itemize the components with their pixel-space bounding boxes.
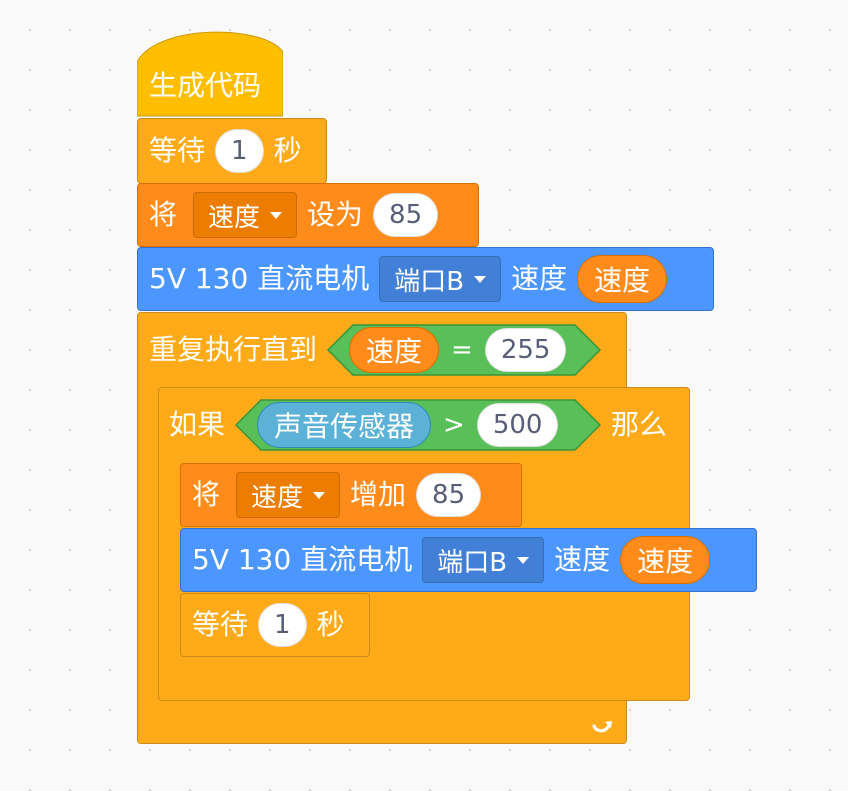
wait-seconds-input[interactable]: 1 [215,129,264,173]
change-label: 将 [192,478,221,511]
greater-than-condition[interactable]: 声音传感器 > 500 [235,399,602,451]
speed-label: 速度 [511,262,568,295]
change-by-label: 增加 [350,478,407,511]
equals-operator: = [451,335,473,365]
motor-label: 5V 130 直流电机 [192,543,413,576]
equals-value-input[interactable]: 255 [484,328,567,372]
dropdown-arrow-icon [270,211,283,219]
variable-dropdown[interactable]: 速度 [193,192,298,238]
wait-seconds-input[interactable]: 1 [258,603,307,647]
dropdown-arrow-icon [474,275,487,283]
greater-than-value-input[interactable]: 500 [476,403,559,447]
speed-variable-reporter[interactable]: 速度 [349,327,440,373]
hat-label: 生成代码 [149,69,262,102]
dropdown-arrow-icon [313,491,326,499]
change-value-input[interactable]: 85 [416,473,482,517]
if-label: 如果 [169,408,226,441]
port-dropdown[interactable]: 端口B [422,537,545,583]
equals-condition[interactable]: 速度 = 255 [327,324,602,376]
variable-dropdown-label: 速度 [251,482,304,513]
then-label: 那么 [611,408,668,441]
repeat-until-label: 重复执行直到 [149,333,318,366]
motor-label: 5V 130 直流电机 [149,262,370,295]
variable-dropdown-label: 速度 [208,202,261,233]
greater-than-operator: > [443,410,465,440]
hat-block[interactable] [137,30,283,120]
speed-label: 速度 [554,543,611,576]
set-value-input[interactable]: 85 [373,193,439,237]
seconds-label: 秒 [316,608,345,641]
variable-dropdown[interactable]: 速度 [236,472,341,518]
port-dropdown-label: 端口B [394,266,465,297]
speed-variable-reporter[interactable]: 速度 [620,536,711,584]
wait-label: 等待 [192,608,249,641]
dropdown-arrow-icon [517,556,530,564]
port-dropdown-label: 端口B [437,547,508,578]
set-label: 将 [149,198,178,231]
speed-variable-reporter[interactable]: 速度 [577,255,668,303]
sound-sensor-reporter[interactable]: 声音传感器 [257,402,432,448]
port-dropdown[interactable]: 端口B [379,256,502,302]
loop-arrow-icon [588,710,616,738]
set-to-label: 设为 [307,198,364,231]
wait-label: 等待 [149,134,206,167]
seconds-label: 秒 [273,134,302,167]
